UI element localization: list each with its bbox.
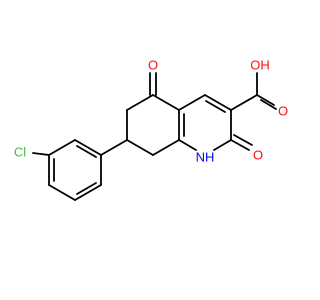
- bond: [213, 139, 232, 151]
- bonds: [32, 72, 277, 201]
- bond: [233, 134, 253, 146]
- bond: [178, 94, 206, 111]
- chlorine-label: Cl: [14, 145, 26, 160]
- structure-canvas: Cl O OH O O NH: [13, 57, 289, 201]
- bond: [32, 152, 50, 156]
- bond: [76, 145, 97, 158]
- bond: [230, 139, 250, 151]
- bond: [74, 139, 102, 156]
- atom-labels: Cl O OH O O NH: [14, 58, 288, 165]
- bond: [178, 139, 197, 151]
- hydroxyl-label: OH: [250, 58, 270, 73]
- bond: [76, 182, 97, 195]
- bond: [152, 94, 180, 111]
- amide-oxygen-label: O: [253, 148, 263, 163]
- carbonyl-oxygen-label: O: [278, 104, 288, 119]
- bond: [48, 139, 76, 156]
- bond: [152, 139, 180, 156]
- bond: [74, 184, 102, 201]
- bond: [126, 94, 154, 111]
- bond: [126, 139, 154, 156]
- bond: [260, 99, 277, 110]
- molecule-drawing: Cl O OH O O NH: [14, 58, 288, 201]
- ketone-oxygen-label: O: [148, 58, 158, 73]
- bond: [204, 94, 232, 111]
- bond: [48, 184, 76, 201]
- bond: [205, 100, 226, 113]
- bond: [100, 139, 128, 156]
- bond: [256, 94, 275, 106]
- bond: [230, 94, 258, 111]
- ring-nitrogen-label: NH: [196, 150, 215, 165]
